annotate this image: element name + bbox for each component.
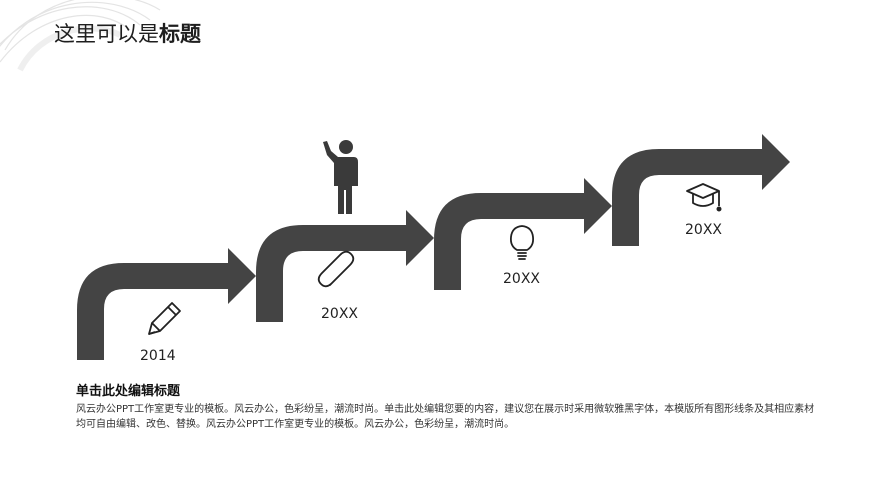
step-arrow-2 [256,210,434,322]
person-waving-icon [323,140,358,214]
step-arrow-4 [612,134,790,246]
step-year-4: 20XX [685,222,722,238]
step-year-2: 20XX [321,306,358,322]
step-arrow-3 [434,178,612,290]
body-text: 风云办公PPT工作室更专业的模板。风云办公，色彩纷呈，潮流时尚。单击此处编辑您要… [76,404,815,430]
graduation-cap-icon [686,183,722,212]
step-year-1: 2014 [140,348,176,364]
pencil-icon [148,302,181,335]
section-heading: 单击此处编辑标题 [76,384,181,399]
lightbulb-icon [509,225,535,260]
decorative-swirl [0,0,161,72]
paperclip-icon [317,250,355,288]
step-arrow-1 [77,248,256,360]
step-year-3: 20XX [503,271,540,287]
page-title: 这里可以是标题 [54,18,201,48]
page-title-prefix: 这里可以是 [54,22,159,46]
page-title-bold: 标题 [159,22,201,46]
